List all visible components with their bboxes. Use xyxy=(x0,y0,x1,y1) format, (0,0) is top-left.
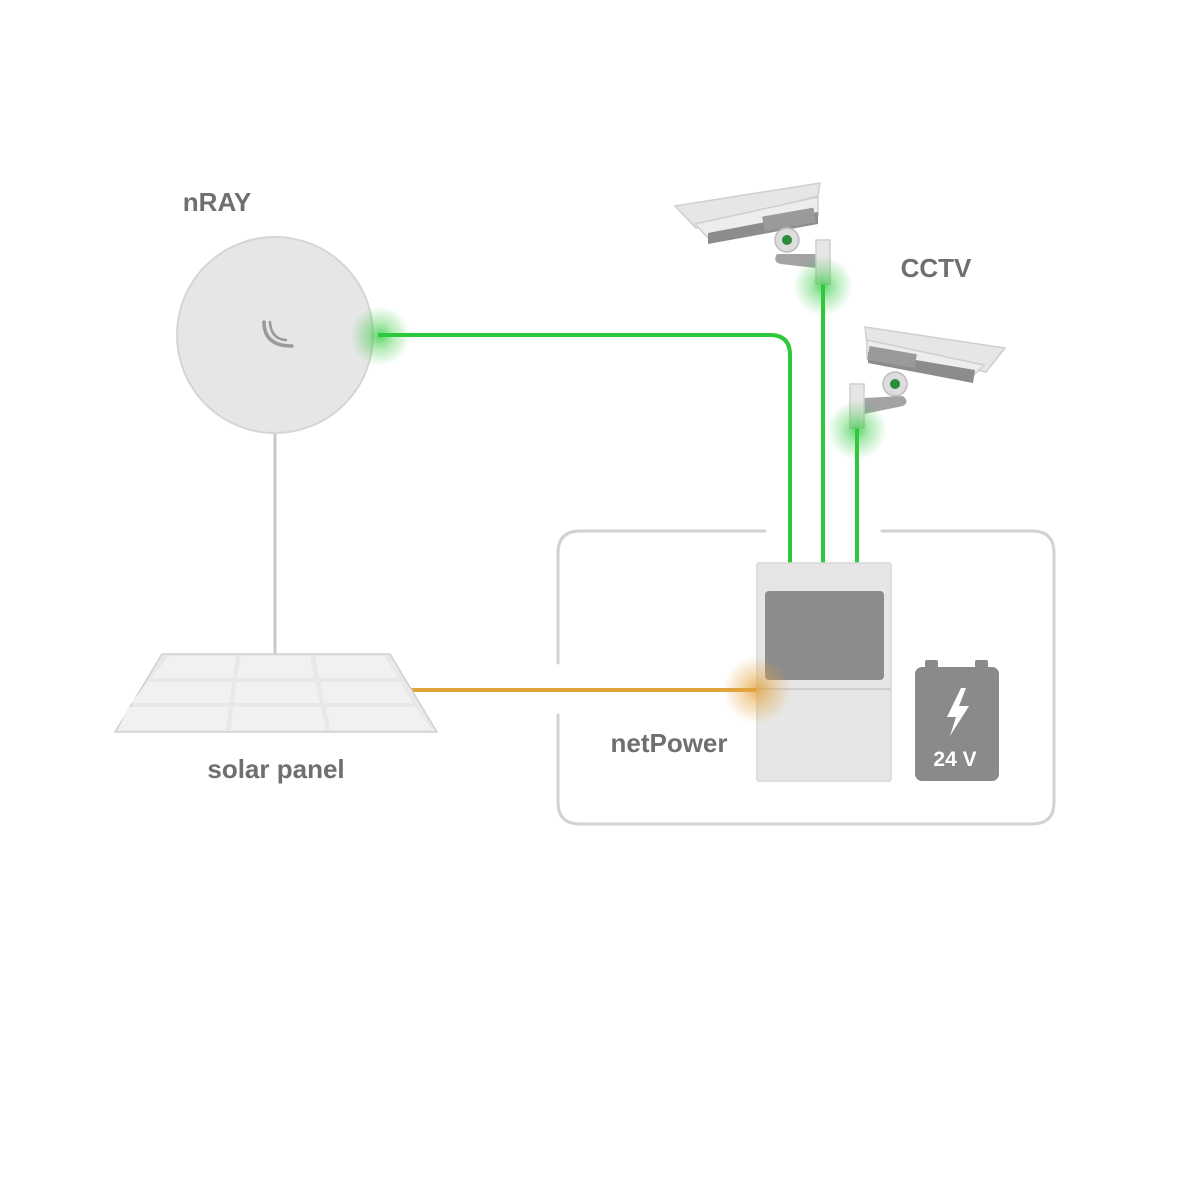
lightning-bolt-icon xyxy=(947,688,969,736)
ethernet-link-nray xyxy=(378,333,792,563)
solar-panel xyxy=(113,653,439,733)
nray-device xyxy=(176,236,374,434)
nray-port-glow xyxy=(350,306,410,366)
cctv-label: CCTV xyxy=(901,253,972,283)
cctv-1-port-glow xyxy=(793,256,853,316)
nray-label: nRAY xyxy=(183,187,251,217)
mikrotik-logo-icon xyxy=(262,320,294,348)
cctv-2-port-glow xyxy=(827,400,887,460)
solar-panel-label: solar panel xyxy=(207,754,344,784)
enclosure-box xyxy=(556,529,1056,826)
power-port-glow xyxy=(723,656,791,724)
netpower-label: netPower xyxy=(610,728,727,758)
battery: 24 V xyxy=(915,660,999,781)
netpower-display xyxy=(765,591,884,680)
cctv-camera-2 xyxy=(849,326,1007,429)
battery-voltage-label: 24 V xyxy=(933,748,976,771)
